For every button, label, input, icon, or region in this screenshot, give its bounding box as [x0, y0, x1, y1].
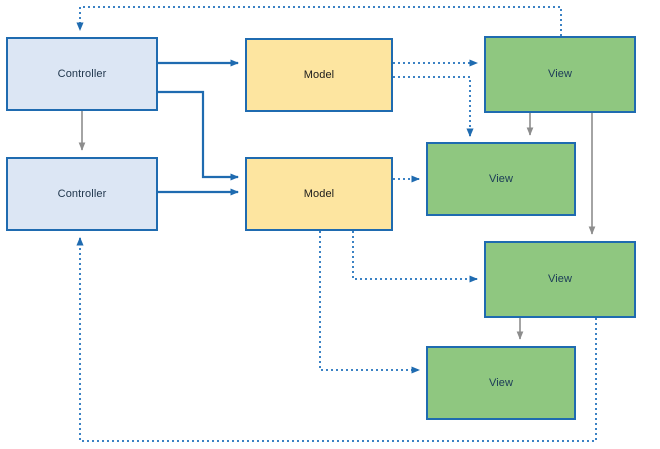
node-controller-2[interactable]: Controller — [6, 157, 158, 231]
node-model-2[interactable]: Model — [245, 157, 393, 231]
edge-model2-view3 — [352, 231, 479, 283]
node-label: View — [488, 376, 514, 389]
node-label: Model — [303, 187, 335, 200]
node-label: Controller — [57, 67, 107, 80]
node-view-3[interactable]: View — [484, 241, 636, 318]
edge-controller1-model2 — [158, 90, 240, 181]
node-label: Model — [303, 68, 335, 81]
edge-view1-controller1 — [76, 6, 562, 36]
edge-model1-view2 — [393, 76, 474, 138]
edge-model2-view4 — [319, 231, 421, 374]
node-view-4[interactable]: View — [426, 346, 576, 420]
node-view-1[interactable]: View — [484, 36, 636, 113]
node-label: View — [547, 273, 573, 285]
node-view-2[interactable]: View — [426, 142, 576, 216]
node-label: View — [488, 172, 514, 185]
node-label: Controller — [57, 187, 107, 200]
node-label: View — [547, 68, 573, 80]
node-model-1[interactable]: Model — [245, 38, 393, 112]
node-controller-1[interactable]: Controller — [6, 37, 158, 111]
